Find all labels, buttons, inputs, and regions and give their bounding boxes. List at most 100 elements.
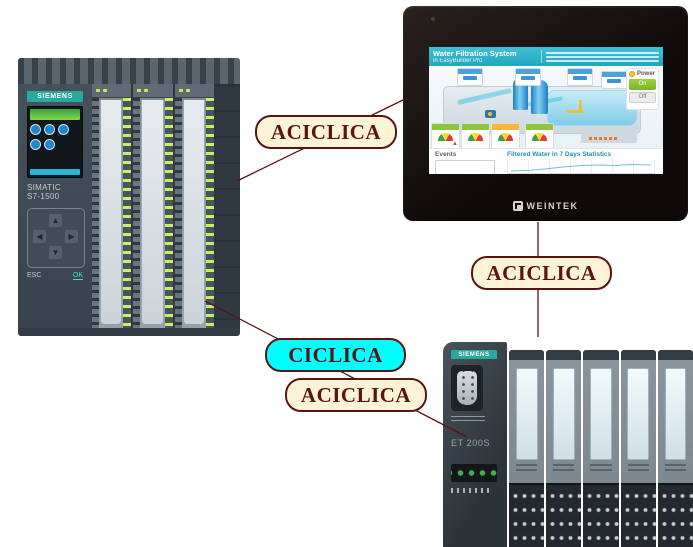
- siemens-logo: SIEMENS: [27, 91, 83, 102]
- keypad-right-icon: ▶: [65, 230, 78, 244]
- screen-footer: Events Filtered Water in 7 Days Statisti…: [429, 148, 663, 174]
- plant-illustration: Power On Off ▲: [429, 66, 663, 149]
- status-led: [185, 89, 190, 92]
- plc-model-label: SIMATIC S7-1500: [27, 183, 83, 201]
- connection-label-plc-remote-ciclica: CICLICA: [265, 338, 406, 372]
- weintek-logo-icon: [512, 201, 523, 211]
- plc-keypad: ▲ ▼ ◀ ▶: [27, 208, 85, 269]
- plc-base: [18, 328, 240, 336]
- events-box: [435, 160, 495, 174]
- hmi-screen: Water Filtration System in EasyBuilder P…: [429, 47, 663, 174]
- level-widget: [601, 71, 627, 89]
- display-stop-icon: [44, 139, 55, 150]
- io-slice: [509, 350, 545, 547]
- keypad-down-icon: ▼: [49, 246, 62, 260]
- warning-icon: ▲: [452, 141, 458, 147]
- gauge-arc: [468, 133, 483, 141]
- plc-device: SIEMENS SIMATIC: [18, 58, 240, 336]
- io-module: [133, 84, 173, 328]
- siemens-brand-text: SIEMENS: [37, 93, 73, 100]
- interface-module: SIEMENS ET 200S: [443, 342, 507, 547]
- status-led: [144, 89, 149, 92]
- gauge-arc: [532, 133, 547, 141]
- led-strip: [205, 98, 214, 328]
- level-widget: [567, 68, 593, 86]
- remote-io-device: SIEMENS ET 200S: [443, 336, 693, 547]
- terminal-pins: [92, 98, 99, 328]
- water-pool: [547, 90, 637, 126]
- hmi-device: Water Filtration System in EasyBuilder P…: [403, 6, 688, 221]
- gauge-widget: ▲: [431, 123, 460, 149]
- pipe: [567, 110, 583, 113]
- plc-top-vents: [18, 58, 240, 86]
- pipe: [579, 100, 582, 113]
- terminal-block: [657, 483, 693, 547]
- module-cover: [141, 100, 164, 324]
- gauge-widget: [525, 123, 554, 149]
- water-tank: [531, 80, 548, 114]
- plc-io-modules: [92, 84, 214, 328]
- power-off-button: Off: [629, 92, 656, 103]
- pump: [485, 110, 496, 118]
- plc-cpu-module: SIEMENS SIMATIC: [18, 84, 92, 328]
- siemens-brand-text: SIEMENS: [458, 351, 490, 358]
- status-led: [137, 89, 142, 92]
- display-settings-icon: [58, 124, 69, 135]
- plc-side-panel: [214, 84, 240, 328]
- power-panel: Power On Off: [626, 68, 659, 110]
- io-module: [174, 84, 214, 328]
- siemens-logo: SIEMENS: [451, 350, 497, 359]
- connection-label-hmi-remote-aciclica: ACICLICA: [471, 256, 612, 290]
- display-module-icon: [30, 139, 41, 150]
- alarm-strip-widget: [581, 127, 637, 143]
- connection-label-plc-hmi-aciclica: ACICLICA: [255, 115, 397, 149]
- db9-connector: [451, 365, 483, 411]
- weintek-logo: WEINTEK: [403, 201, 688, 211]
- plc-display: [27, 106, 83, 178]
- hmi-power-led: [431, 17, 435, 21]
- display-progress-bar: [30, 169, 80, 175]
- status-led: [178, 89, 183, 92]
- display-tools-icon: [44, 124, 55, 135]
- screen-title: Water Filtration System: [433, 49, 517, 58]
- connection-label-plc-remote-aciclica: ACICLICA: [285, 378, 427, 412]
- gauge-arc: [498, 133, 513, 141]
- slice-label-window: [515, 368, 538, 460]
- slice-label-window: [552, 368, 575, 460]
- screen-header: Water Filtration System in EasyBuilder P…: [429, 47, 663, 66]
- power-terminal: [451, 464, 497, 482]
- level-widget: [515, 68, 541, 86]
- slice-markings: [627, 464, 649, 473]
- power-on-button: On: [629, 79, 656, 90]
- io-slice-modules: [509, 350, 693, 547]
- display-status-bar: [30, 109, 80, 120]
- plc-model-text: S7-1500: [27, 192, 60, 202]
- terminal-pins: [174, 98, 182, 328]
- module-cover: [182, 100, 205, 324]
- terminal-block: [509, 483, 545, 547]
- terminal-block: [620, 483, 656, 547]
- slice-cap: [583, 350, 619, 360]
- slice-cap: [546, 350, 582, 360]
- terminal-markings: [451, 488, 491, 493]
- io-module: [92, 84, 132, 328]
- slice-cap: [620, 350, 656, 360]
- slice-markings: [664, 464, 686, 473]
- keypad-ok-label: OK: [72, 272, 83, 281]
- header-divider: [541, 50, 542, 63]
- display-info-icon: [30, 124, 41, 135]
- io-slice: [620, 350, 656, 547]
- terminal-pins: [133, 98, 141, 328]
- slice-label-window: [664, 368, 687, 460]
- stats-title: Filtered Water in 7 Days Statistics: [507, 151, 612, 158]
- db9-pins: [457, 371, 477, 405]
- level-widget: [457, 68, 483, 86]
- io-slice: [583, 350, 619, 547]
- io-slice: [546, 350, 582, 547]
- events-label: Events: [435, 151, 457, 158]
- led-strip: [164, 98, 173, 328]
- header-description-text: [546, 50, 659, 64]
- keypad-left-icon: ◀: [33, 230, 46, 244]
- slice-markings: [516, 464, 538, 473]
